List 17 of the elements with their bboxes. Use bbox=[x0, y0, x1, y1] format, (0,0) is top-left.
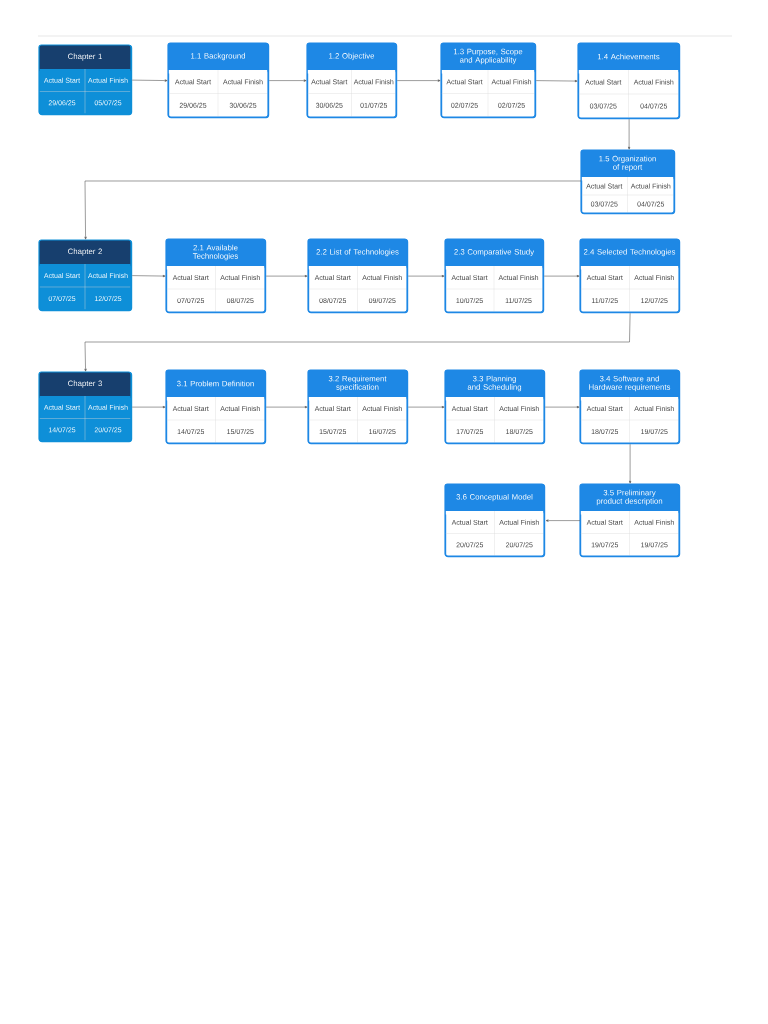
arrow bbox=[265, 274, 308, 278]
arrow bbox=[84, 312, 631, 372]
arrow bbox=[629, 443, 632, 484]
arrow bbox=[628, 118, 631, 150]
arrow bbox=[535, 79, 578, 83]
arrow bbox=[268, 79, 307, 82]
arrow bbox=[544, 405, 580, 409]
arrow bbox=[84, 180, 582, 240]
arrow bbox=[131, 79, 168, 82]
arrow bbox=[131, 274, 166, 278]
arrow bbox=[407, 405, 445, 409]
arrow bbox=[396, 79, 441, 82]
arrow bbox=[543, 274, 580, 278]
arrow bbox=[545, 519, 581, 522]
arrow bbox=[407, 274, 445, 278]
arrow bbox=[131, 405, 166, 409]
arrow bbox=[265, 405, 308, 409]
